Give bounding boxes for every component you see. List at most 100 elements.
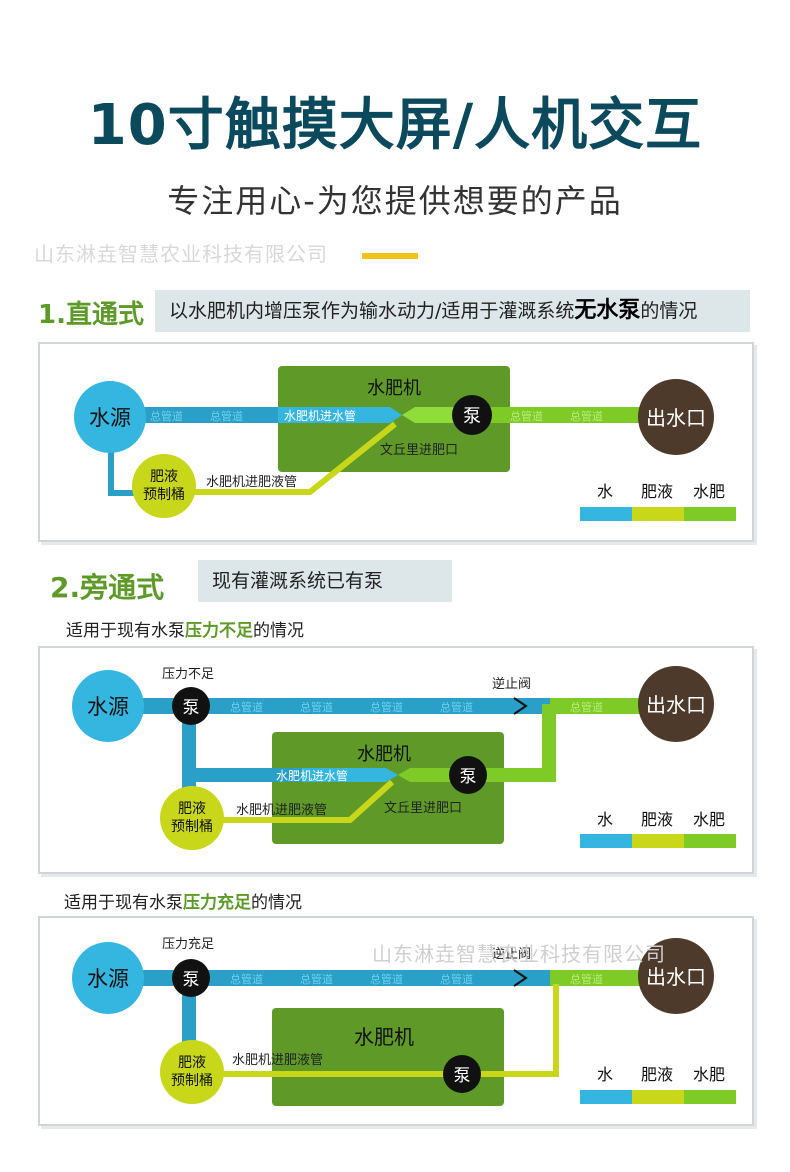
water-source-label: 水源 [87, 967, 129, 991]
section1-description: 以水肥机内增压泵作为输水动力/适用于灌溉系统无水泵的情况 [155, 290, 750, 332]
outlet-label: 出水口 [646, 406, 706, 430]
tank-label-line2: 预制桶 [143, 487, 185, 503]
page-title: 10寸触摸大屏/人机交互 [87, 93, 703, 158]
water-main-pipe [130, 407, 280, 423]
fert-pipe-label: 水肥机进肥液管 [232, 1053, 323, 1068]
outlet-label: 出水口 [646, 693, 706, 717]
pump-label: 泵 [463, 406, 481, 427]
legend-fertilizer-swatch [632, 1090, 684, 1104]
outlet-label: 出水口 [646, 965, 706, 989]
main-pipe-label: 总管道 [300, 972, 333, 986]
check-valve-label: 逆止阀 [492, 676, 531, 692]
section2-title: 2.旁通式 [50, 571, 165, 604]
fert-pipe-label: 水肥机进肥液管 [236, 803, 327, 818]
case2-note-pre: 适用于现有水泵 [64, 893, 183, 913]
main-pipe-label: 总管道 [370, 972, 403, 986]
water-source-label: 水源 [89, 406, 131, 430]
existing-pump-node [172, 959, 210, 997]
source-to-tank-pipe [108, 434, 114, 494]
water-main-pipe [130, 970, 550, 986]
check-valve-icon [513, 969, 528, 987]
case1-note-bold: 压力不足 [185, 621, 253, 641]
main-pipe-label: 总管道 [570, 972, 603, 986]
check-valve-icon [513, 697, 528, 715]
water-source-node [72, 670, 144, 742]
legend-mixed-swatch [684, 834, 736, 848]
section1-desc-bold: 无水泵 [574, 298, 641, 323]
main-pipe-label: 总管道 [230, 972, 263, 986]
fertilizer-riser-pipe [482, 984, 559, 1077]
section1-title: 1.直通式 [38, 300, 144, 330]
outlet-node [638, 379, 714, 455]
watermark-text: 山东淋垚智慧农业科技有限公司 [34, 242, 328, 266]
tank-label-line2: 预制桶 [171, 1073, 213, 1089]
venturi-tip [390, 407, 402, 423]
case1-note-pre: 适用于现有水泵 [66, 621, 185, 641]
legend-mixed-swatch [684, 1090, 736, 1104]
mixed-outlet-pipe [460, 407, 640, 423]
legend-water-swatch [580, 834, 632, 848]
main-pipe-label: 总管道 [440, 972, 473, 986]
main-pipe-label: 总管道 [510, 409, 543, 423]
bypass-branch-pipe [182, 986, 196, 1046]
legend-fertilizer-label: 肥液 [641, 482, 673, 501]
tank-label-line1: 肥液 [178, 801, 206, 817]
case1-note: 适用于现有水泵压力不足的情况 [66, 616, 304, 641]
watermark-text: 山东淋垚智慧农业科技有限公司 [372, 942, 666, 966]
legend-mixed-label: 水肥 [693, 810, 725, 829]
case2-note-post: 的情况 [251, 893, 302, 913]
existing-pump-label: 泵 [183, 698, 200, 718]
source-to-tank-pipe-h [108, 490, 138, 496]
machine-label: 水肥机 [367, 378, 421, 399]
pressure-label: 压力不足 [162, 667, 214, 682]
page-subtitle: 专注用心-为您提供想要的产品 [167, 182, 623, 220]
section1-desc-pre: 以水肥机内增压泵作为输水动力/适用于灌溉系统 [169, 300, 575, 322]
water-source-label: 水源 [87, 695, 129, 719]
legend-water-label: 水 [597, 482, 613, 501]
pump-label: 泵 [454, 1066, 471, 1086]
water-source-node [72, 942, 144, 1014]
fertilizer-tank-node [160, 786, 224, 850]
pump-node [449, 756, 487, 794]
machine-label: 水肥机 [354, 1025, 414, 1049]
legend-fertilizer-swatch [632, 834, 684, 848]
main-pipe-label: 总管道 [570, 409, 603, 423]
water-inlet-pipe-light [302, 768, 386, 782]
diagram-bypass-high-svg: 水肥机 总管道 总管道 总管道 总管道 总管道 逆止阀 水肥机进肥液管 水源 泵… [72, 936, 736, 1106]
legend-mixed-label: 水肥 [693, 1065, 725, 1084]
legend-fertilizer-label: 肥液 [641, 1065, 673, 1084]
legend-water-label: 水 [597, 1065, 613, 1084]
main-pipe-label: 总管道 [570, 700, 603, 714]
legend-mixed-swatch [684, 507, 736, 521]
fertilizer-pipe [190, 421, 397, 495]
legend-mixed-label: 水肥 [693, 482, 725, 501]
water-source-node [74, 381, 146, 453]
tank-label-line1: 肥液 [150, 469, 178, 485]
fertilizer-tank-node [132, 454, 196, 518]
water-inlet-pipe [278, 407, 390, 423]
tank-label-line1: 肥液 [178, 1055, 206, 1071]
diagram-bypass-high: 水肥机 总管道 总管道 总管道 总管道 总管道 逆止阀 水肥机进肥液管 水源 泵… [38, 916, 754, 1126]
main-pipe-label: 总管道 [230, 700, 263, 714]
existing-pump-node [172, 687, 210, 725]
water-main-pipe [130, 698, 550, 714]
existing-pump-label: 泵 [183, 970, 200, 990]
main-pipe-label: 总管道 [440, 700, 473, 714]
main-pipe-label: 总管道 [210, 409, 243, 423]
fertilizer-tank-node [160, 1040, 224, 1104]
case1-note-post: 的情况 [253, 621, 304, 641]
legend-water-swatch [580, 1090, 632, 1104]
mixed-riser-pipe [542, 704, 556, 780]
legend-water-swatch [580, 507, 632, 521]
diagram-direct-svg: 水肥机 水肥机进水管 总管道 总管道 总管道 总管道 水肥机进肥液管 文丘里进肥… [74, 366, 736, 521]
venturi-label: 文丘里进肥口 [384, 801, 462, 816]
fert-pipe-label: 水肥机进肥液管 [206, 475, 297, 490]
main-pipe-label: 总管道 [150, 409, 183, 423]
diagram-bypass-low-svg: 水肥机 总管道 总管道 总管道 总管道 总管道 逆止阀 水肥机进水管 水肥机进肥… [72, 666, 736, 850]
legend-fertilizer-label: 肥液 [641, 810, 673, 829]
case2-note-bold: 压力充足 [183, 893, 251, 913]
section2-description: 现有灌溉系统已有泵 [198, 560, 452, 602]
mixed-outlet-pipe [550, 970, 640, 986]
machine-label: 水肥机 [357, 744, 411, 765]
venturi-tip [386, 768, 398, 782]
